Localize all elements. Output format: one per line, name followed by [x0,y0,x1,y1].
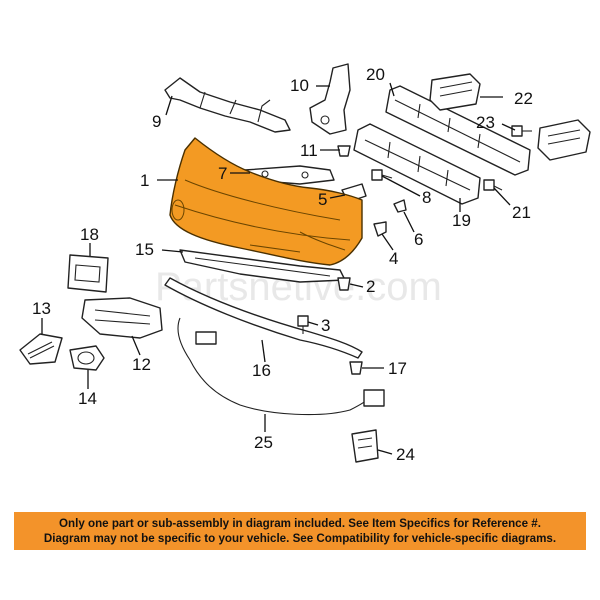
callout-23: 23 [476,113,495,132]
part-23-bolt [511,125,532,137]
callout-9: 9 [152,112,161,131]
callout-15: 15 [135,240,154,259]
part-4-clip [373,221,387,237]
part-20-absorber [385,85,531,176]
callout-2: 2 [366,277,375,296]
notice-line-2: Diagram may not be specific to your vehi… [43,532,557,545]
callout-17: 17 [388,359,407,378]
part-3-bolt [297,315,309,334]
callout-22: 22 [514,89,533,108]
part-17-clip [349,361,363,375]
part-11-clip [337,145,351,157]
callout-10: 10 [290,76,309,95]
part-13-fog-bezel [19,333,63,365]
part-6-screw [393,199,407,213]
callout-11: 11 [300,141,318,160]
callout-numbers: 1 2 3 4 5 6 7 8 9 10 11 12 13 14 15 16 1… [32,65,533,464]
part-24-connector [351,429,379,463]
callout-20: 20 [366,65,385,84]
callout-25: 25 [254,433,273,452]
part-21-bolt [483,179,503,191]
part-1-bumper-cover [169,137,363,266]
notice-banner: Only one part or sub-assembly in diagram… [14,512,586,550]
part-18-license-bracket [67,254,109,293]
part-10-side-bracket [309,63,351,135]
callout-16: 16 [252,361,271,380]
part-8-bolt [371,169,393,181]
callout-3: 3 [321,316,330,335]
callout-1: 1 [140,171,149,190]
callout-8: 8 [422,188,431,207]
callout-6: 6 [414,230,423,249]
part-14-fog-cover [69,345,105,371]
callout-7: 7 [218,164,227,183]
part-22-brackets [429,73,591,161]
callout-13: 13 [32,299,51,318]
part-9-upper-bracket [164,77,291,133]
part-25-wire-harness [177,317,385,416]
part-19-reinforcement [353,123,481,205]
callout-18: 18 [80,225,99,244]
part-16-lower-spoiler [164,277,363,359]
callout-24: 24 [396,445,415,464]
callout-5: 5 [318,190,327,209]
callout-14: 14 [78,389,97,408]
part-2-clip [337,277,351,291]
part-12-fog-lamp [81,297,163,339]
callout-12: 12 [132,355,151,374]
leader-lines [41,82,516,455]
notice-line-1: Only one part or sub-assembly in diagram… [59,517,541,530]
callout-19: 19 [452,211,471,230]
callout-4: 4 [389,249,398,268]
callout-21: 21 [512,203,531,222]
